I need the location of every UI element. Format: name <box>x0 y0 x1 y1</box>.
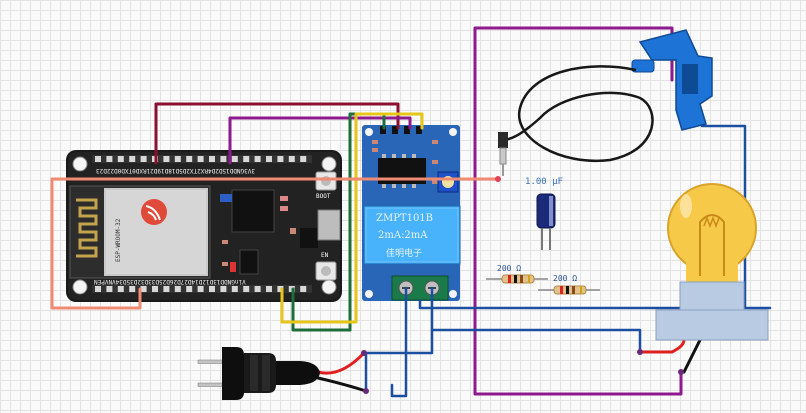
header-pin[interactable] <box>231 286 238 292</box>
clamp-cable <box>501 65 654 163</box>
zmpt-header-pins <box>380 126 422 134</box>
esp32-top-pin-labels: 3V3GNDD15D2D4RX2TX2D5D18D19D21RXD0TXD0D2… <box>96 167 255 174</box>
header-pin[interactable] <box>186 156 193 162</box>
resistor-2[interactable] <box>538 285 600 295</box>
header-pin[interactable] <box>163 286 170 292</box>
black-wire[interactable] <box>316 328 702 393</box>
blue-wire-neutral[interactable] <box>364 299 702 393</box>
light-bulb[interactable] <box>655 183 769 341</box>
header-pin[interactable] <box>220 286 227 292</box>
esp32-module-label: ESP-WROOM-32 <box>115 218 122 262</box>
salmon-wire[interactable] <box>50 177 500 310</box>
maroon-wire[interactable] <box>154 102 400 165</box>
electrolytic-capacitor[interactable] <box>536 193 556 250</box>
header-pin[interactable] <box>174 286 181 292</box>
esp32-board[interactable] <box>66 150 342 302</box>
purple-wire-loop[interactable] <box>473 26 683 396</box>
header-pin[interactable] <box>277 156 284 162</box>
header-pin[interactable] <box>140 286 147 292</box>
header-pin[interactable] <box>254 156 261 162</box>
ac-power-plug[interactable] <box>197 347 320 400</box>
blue-wire-plug[interactable] <box>362 286 434 355</box>
boot-button[interactable] <box>315 171 337 191</box>
zmpt-rating-label: 2mA:2mA <box>378 230 428 241</box>
espressif-logo <box>141 199 167 225</box>
red-wire[interactable] <box>316 338 686 375</box>
header-pin[interactable] <box>197 286 204 292</box>
header-pin[interactable] <box>95 286 101 292</box>
header-pin[interactable] <box>106 156 113 162</box>
header-pin[interactable] <box>95 156 101 162</box>
antenna-trace <box>76 198 98 258</box>
esp32-top-header <box>92 155 312 163</box>
purple-wire-esp[interactable] <box>228 116 412 165</box>
resistor-1[interactable] <box>486 274 548 284</box>
resistor-1-value-label: 200 Ω <box>497 264 522 273</box>
zmpt101b-module[interactable] <box>362 125 461 301</box>
header-pin[interactable] <box>277 286 284 292</box>
header-pin[interactable] <box>266 156 272 162</box>
header-pin[interactable] <box>174 156 181 162</box>
header-pin[interactable] <box>243 156 250 162</box>
header-pin[interactable] <box>209 156 215 162</box>
zmpt-model-label: ZMPT101B <box>376 213 434 224</box>
zmpt-maker-label: 佳明电子 <box>386 249 423 259</box>
header-pin[interactable] <box>129 286 136 292</box>
header-pin[interactable] <box>152 286 158 292</box>
header-pin[interactable] <box>129 156 136 162</box>
header-pin[interactable] <box>140 156 147 162</box>
header-pin[interactable] <box>288 156 295 162</box>
header-pin[interactable] <box>186 286 193 292</box>
bulb-socket-base <box>655 309 769 341</box>
header-pin[interactable] <box>243 286 250 292</box>
yellow-wire[interactable] <box>280 112 424 324</box>
header-pin[interactable] <box>197 156 204 162</box>
audio-jack[interactable] <box>498 132 508 176</box>
en-button[interactable] <box>315 261 337 281</box>
header-pin[interactable] <box>220 156 227 162</box>
header-pin[interactable] <box>163 156 170 162</box>
header-pin[interactable] <box>266 286 272 292</box>
header-pin[interactable] <box>117 286 124 292</box>
header-pin[interactable] <box>117 156 124 162</box>
blue-wire-terminal-left[interactable] <box>390 286 408 398</box>
header-pin[interactable] <box>231 156 238 162</box>
header-pin[interactable] <box>254 286 261 292</box>
usb-port[interactable] <box>317 209 341 241</box>
current-clamp-sensor[interactable] <box>501 29 713 163</box>
esp32-bottom-header <box>92 285 312 293</box>
esp32-bottom-pin-labels: VinGNDD13D12D14D27D26D25D33D32D35D34VNVP… <box>94 278 246 285</box>
usb-uart-chip <box>231 189 275 233</box>
header-pin[interactable] <box>209 286 215 292</box>
resistor-2-value-label: 200 Ω <box>553 274 578 283</box>
en-label: EN <box>321 252 329 259</box>
header-pin[interactable] <box>106 286 113 292</box>
boot-label: BOOT <box>316 193 331 200</box>
capacitor-value-label: 1.00 µF <box>525 177 563 187</box>
header-pin[interactable] <box>300 156 307 162</box>
header-pin[interactable] <box>300 286 307 292</box>
